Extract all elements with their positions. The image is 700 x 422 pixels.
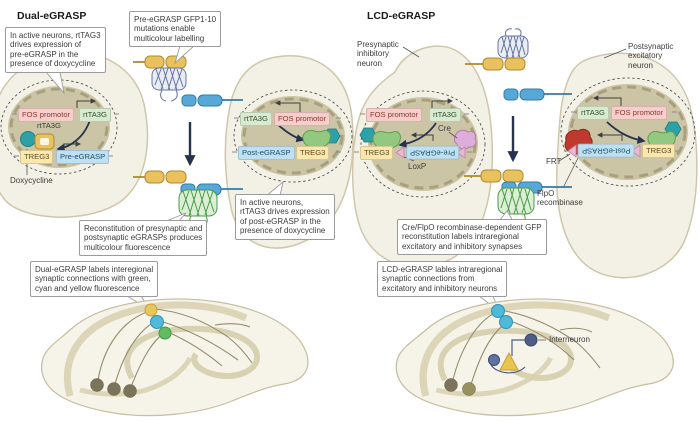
activation-arrows <box>56 119 646 152</box>
soma-dot <box>107 382 121 396</box>
dna-strand-dashes <box>12 111 679 157</box>
pre-membrane-protein-bottom-icon <box>144 170 187 184</box>
green-synapse-dot <box>158 326 172 340</box>
soma-dot <box>444 378 458 392</box>
label-doxycycline: Doxycycline <box>10 176 53 185</box>
dendrite-arc <box>490 364 526 374</box>
label-frt: FRT <box>546 157 562 166</box>
gene-chip-fos-promoter: FOS promotor <box>611 106 668 120</box>
post-membrane-protein-icon <box>503 88 572 101</box>
label-cre: Cre <box>438 124 451 133</box>
callout-recombinase-dependent: Cre/FlpO recombinase-dependent GFP recon… <box>397 219 547 256</box>
activator-protein-lcd-pre-icon <box>359 127 401 149</box>
callout-lcd-brain: LCD-eGRASP lables intraregional synaptic… <box>377 261 508 298</box>
gene-chip-treg3: TREG3 <box>296 146 330 160</box>
gene-chip-pre-egrasp-inverted: Pre-eGRASP <box>406 146 460 160</box>
cre-recombinase-icon <box>453 129 477 150</box>
doxycycline-molecule-icon <box>20 131 36 147</box>
callout-pre-egrasp-expression: In active neurons, rtTAG3 drives express… <box>5 27 106 73</box>
lcd-synapse-cluster <box>464 28 572 226</box>
gene-chip-fos-promoter: FOS promotor <box>366 108 423 122</box>
label-rtta3g-protein: rtTA3G <box>37 121 61 130</box>
label-flpo-recombinase: FlpO recombinase <box>537 189 583 208</box>
axon-fibers <box>451 310 601 389</box>
lcd-brain-illustration <box>395 298 674 417</box>
cyan-synapse-dot <box>491 304 505 318</box>
gene-chip-post-egrasp-inverted: Post-eGRASP <box>578 144 635 158</box>
interneuron-dot <box>524 333 538 347</box>
loxp-frt-site-triangles <box>395 144 641 159</box>
soma-dot <box>90 378 104 392</box>
gene-chip-rtta3g: rtTA3G <box>79 108 111 122</box>
post-membrane-protein-icon <box>181 94 243 107</box>
gfp110-barrel-icon <box>497 28 529 59</box>
soma-dot <box>123 384 137 398</box>
excitatory-cell-triangle <box>499 351 519 371</box>
panel-title-lcd-egrasp: LCD-eGRASP <box>367 10 436 22</box>
callout-post-egrasp-expression: In active neurons, rtTAG3 drives express… <box>235 194 335 240</box>
activator-protein-dual-post-icon <box>302 128 341 148</box>
gene-chip-treg3: TREG3 <box>20 150 54 164</box>
gene-chip-rtta3g: rtTA3G <box>577 106 609 120</box>
gene-chip-pre-egrasp: Pre-eGRASP <box>56 150 110 164</box>
label-presynaptic-inhibitory-neuron: Presynaptic inhibitory neuron <box>357 40 399 68</box>
gene-chip-treg3: TREG3 <box>360 146 394 160</box>
rtta3g-protein-icon <box>34 133 55 150</box>
gene-chip-treg3: TREG3 <box>642 144 676 158</box>
gene-chip-rtta3g: rtTA3G <box>429 108 461 122</box>
panel-title-dual-egrasp: Dual-eGRASP <box>17 10 87 22</box>
label-loxp: LoxP <box>408 162 427 171</box>
cyan-synapse-dot <box>499 315 513 329</box>
gene-chip-rtta3g: rtTA3G <box>240 112 272 126</box>
dual-presynaptic-nucleus <box>0 79 118 175</box>
callout-reconstitution: Reconstitution of presynaptic and postsy… <box>79 220 208 257</box>
interneuron-connector <box>511 339 525 356</box>
interneuron-dot <box>488 354 500 366</box>
cyan-synapse-dot <box>150 315 164 329</box>
hippocampus-curl <box>124 325 260 380</box>
gene-chip-fos-promoter: FOS promotor <box>274 112 331 126</box>
dual-brain-illustration <box>40 298 309 417</box>
pre-membrane-protein-bottom-icon <box>480 169 524 183</box>
gfp110-barrel-icon <box>151 67 187 102</box>
callout-gfp110-mutations: Pre-eGRASP GFP1-10 mutations enable mult… <box>129 11 222 48</box>
callout-dual-brain: Dual-eGRASP labels interegional synaptic… <box>30 261 159 298</box>
dual-synapse-cluster <box>133 55 243 228</box>
soma-dot <box>462 382 476 396</box>
label-interneuron: Interneuron <box>549 335 590 344</box>
yellow-synapse-dot <box>144 303 158 317</box>
hippocampus-curl <box>437 327 574 382</box>
gene-chip-fos-promoter: FOS promotor <box>18 108 75 122</box>
label-postsynaptic-excitatory-neuron: Postsynaptic excitatory neuron <box>628 42 674 70</box>
gene-chip-post-egrasp: Post-eGRASP <box>238 146 295 160</box>
pre-membrane-protein-icon <box>482 57 526 71</box>
